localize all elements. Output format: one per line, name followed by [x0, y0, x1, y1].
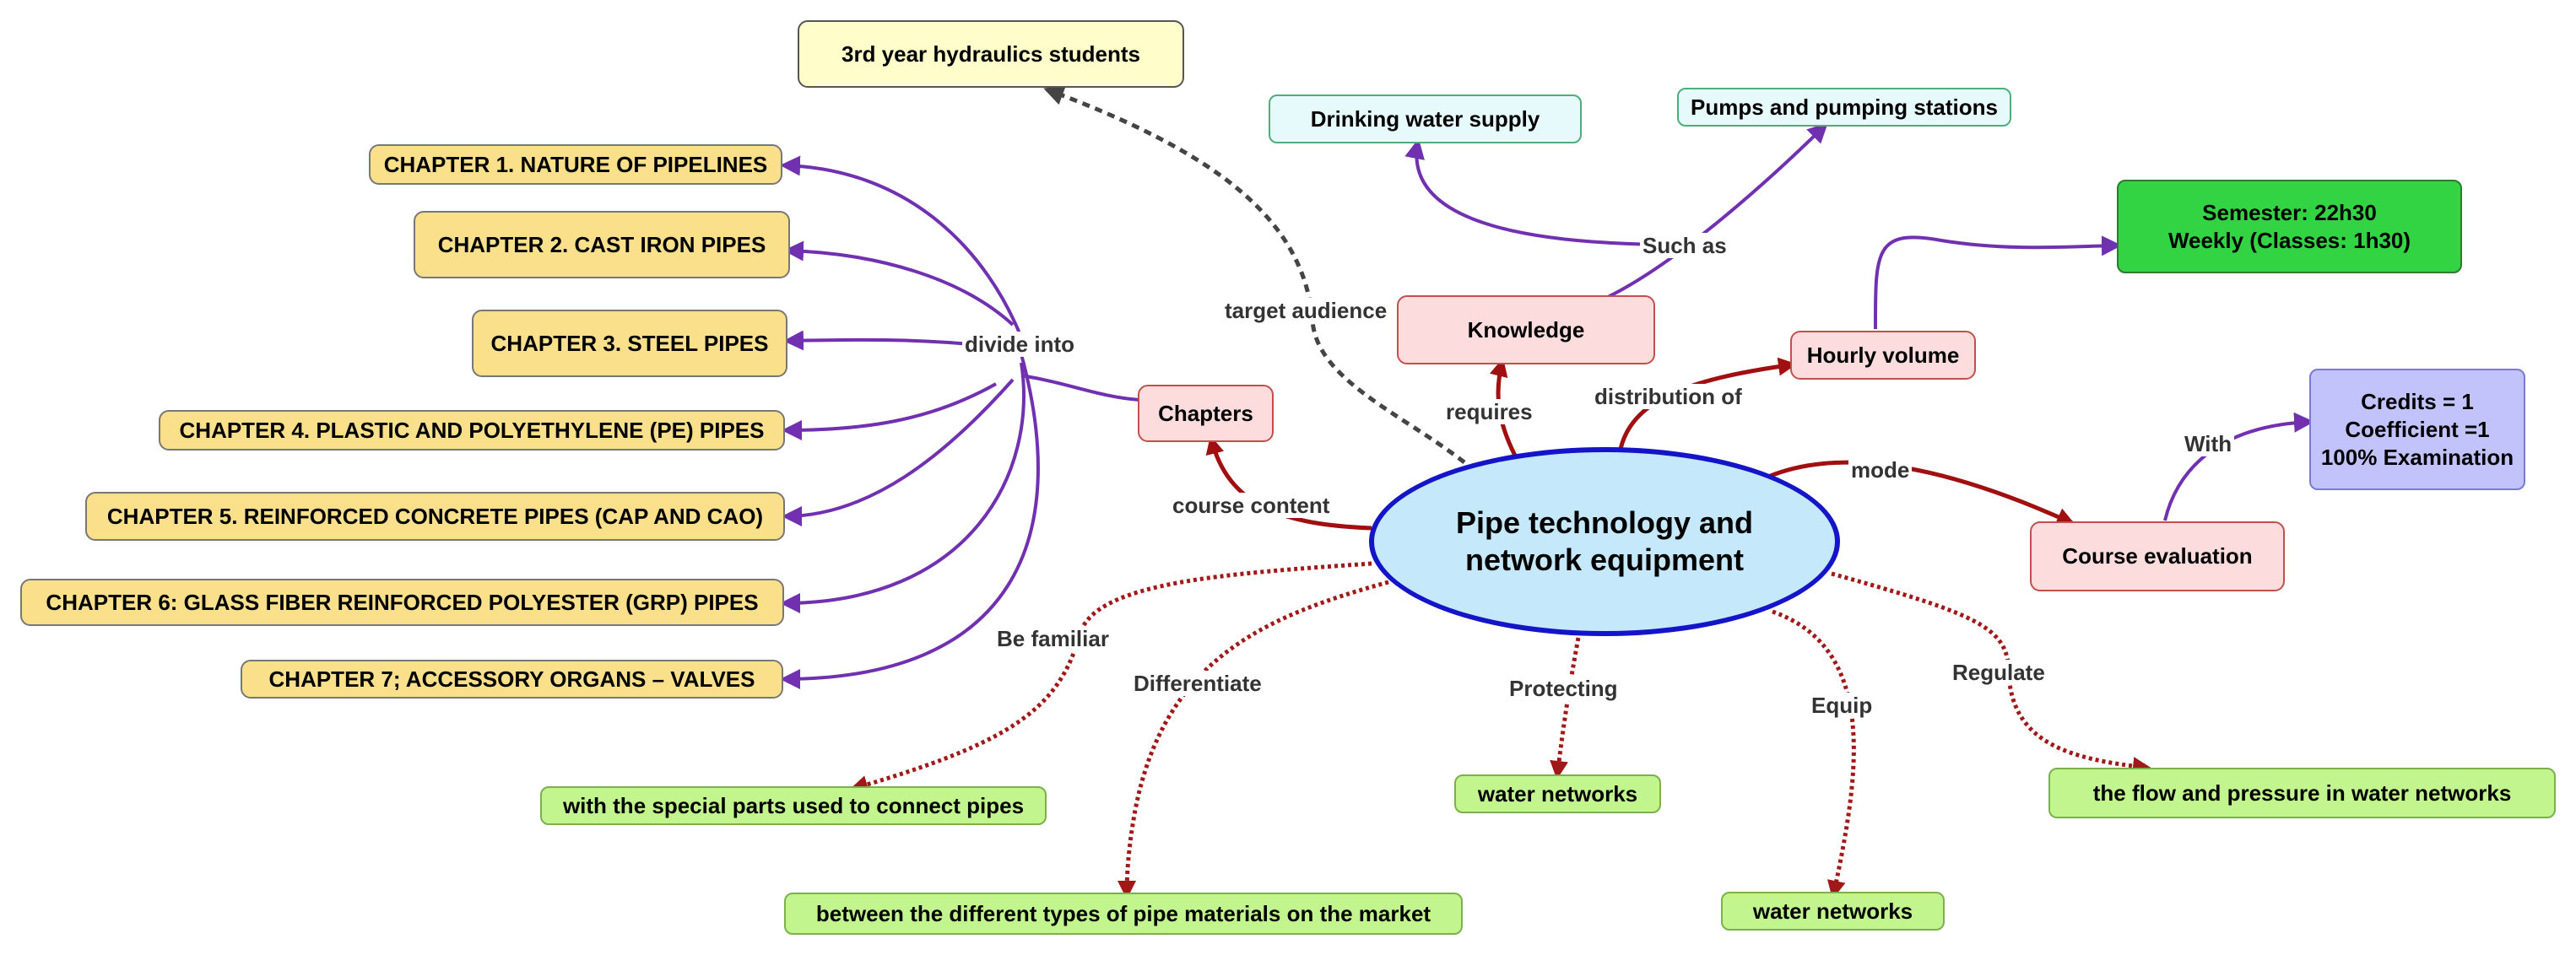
flow-pressure-node[interactable]: the flow and pressure in water networks — [2048, 768, 2556, 818]
label-divide-into: divide into — [962, 332, 1077, 357]
special-parts-node[interactable]: with the special parts used to connect p… — [540, 786, 1047, 825]
label-be-familiar: Be familiar — [994, 626, 1112, 651]
credits-node[interactable]: Credits = 1 Coefficient =1 100% Examinat… — [2309, 369, 2525, 490]
label-protecting: Protecting — [1507, 676, 1621, 701]
chapter-5-node[interactable]: CHAPTER 5. REINFORCED CONCRETE PIPES (CA… — [85, 492, 785, 541]
divide-into-links — [780, 155, 1140, 689]
coefficient-line: Coefficient =1 — [2345, 416, 2490, 442]
label-differentiate: Differentiate — [1131, 671, 1264, 696]
pumps-node[interactable]: Pumps and pumping stations — [1677, 88, 2011, 127]
examination-line: 100% Examination — [2320, 444, 2514, 470]
water-networks-node-1[interactable]: water networks — [1454, 774, 1661, 813]
label-such-as: Such as — [1640, 233, 1729, 258]
label-requires: requires — [1443, 399, 1535, 424]
label-equip: Equip — [1809, 693, 1875, 718]
chapter-7-node[interactable]: CHAPTER 7; ACCESSORY ORGANS – VALVES — [241, 660, 783, 699]
water-networks-node-2[interactable]: water networks — [1721, 892, 1945, 931]
label-target-audience: target audience — [1222, 298, 1390, 323]
course-evaluation-node[interactable]: Course evaluation — [2030, 521, 2285, 591]
chapter-4-node[interactable]: CHAPTER 4. PLASTIC AND POLYETHYLENE (PE)… — [159, 410, 785, 451]
credits-line1: Credits = 1 — [2361, 388, 2474, 414]
knowledge-node[interactable]: Knowledge — [1397, 295, 1655, 364]
central-topic-line1: Pipe technology and — [1455, 505, 1754, 540]
schedule-line2: Weekly (Classes: 1h30) — [2167, 227, 2411, 253]
chapter-3-node[interactable]: CHAPTER 3. STEEL PIPES — [472, 310, 787, 377]
hourly-volume-node[interactable]: Hourly volume — [1790, 331, 1976, 380]
central-topic-line2: network equipment — [1464, 542, 1745, 577]
pipe-materials-node[interactable]: between the different types of pipe mate… — [784, 893, 1463, 935]
label-course-content: course content — [1170, 493, 1333, 518]
label-regulate: Regulate — [1950, 660, 2048, 685]
central-topic[interactable]: Pipe technology and network equipment — [1369, 447, 1840, 636]
chapters-node[interactable]: Chapters — [1138, 385, 1274, 442]
label-distribution-of: distribution of — [1592, 384, 1745, 409]
chapter-2-node[interactable]: CHAPTER 2. CAST IRON PIPES — [414, 211, 790, 278]
purple-links-upper — [1404, 122, 2314, 521]
chapter-1-node[interactable]: CHAPTER 1. NATURE OF PIPELINES — [369, 144, 782, 185]
drinking-water-node[interactable]: Drinking water supply — [1269, 94, 1582, 143]
schedule-line1: Semester: 22h30 — [2202, 199, 2377, 225]
label-with: With — [2182, 431, 2235, 456]
label-mode: mode — [1848, 457, 1913, 483]
target-audience-node[interactable]: 3rd year hydraulics students — [798, 20, 1184, 88]
chapter-6-node[interactable]: CHAPTER 6: GLASS FIBER REINFORCED POLYES… — [20, 579, 784, 626]
schedule-node[interactable]: Semester: 22h30 Weekly (Classes: 1h30) — [2117, 180, 2462, 273]
